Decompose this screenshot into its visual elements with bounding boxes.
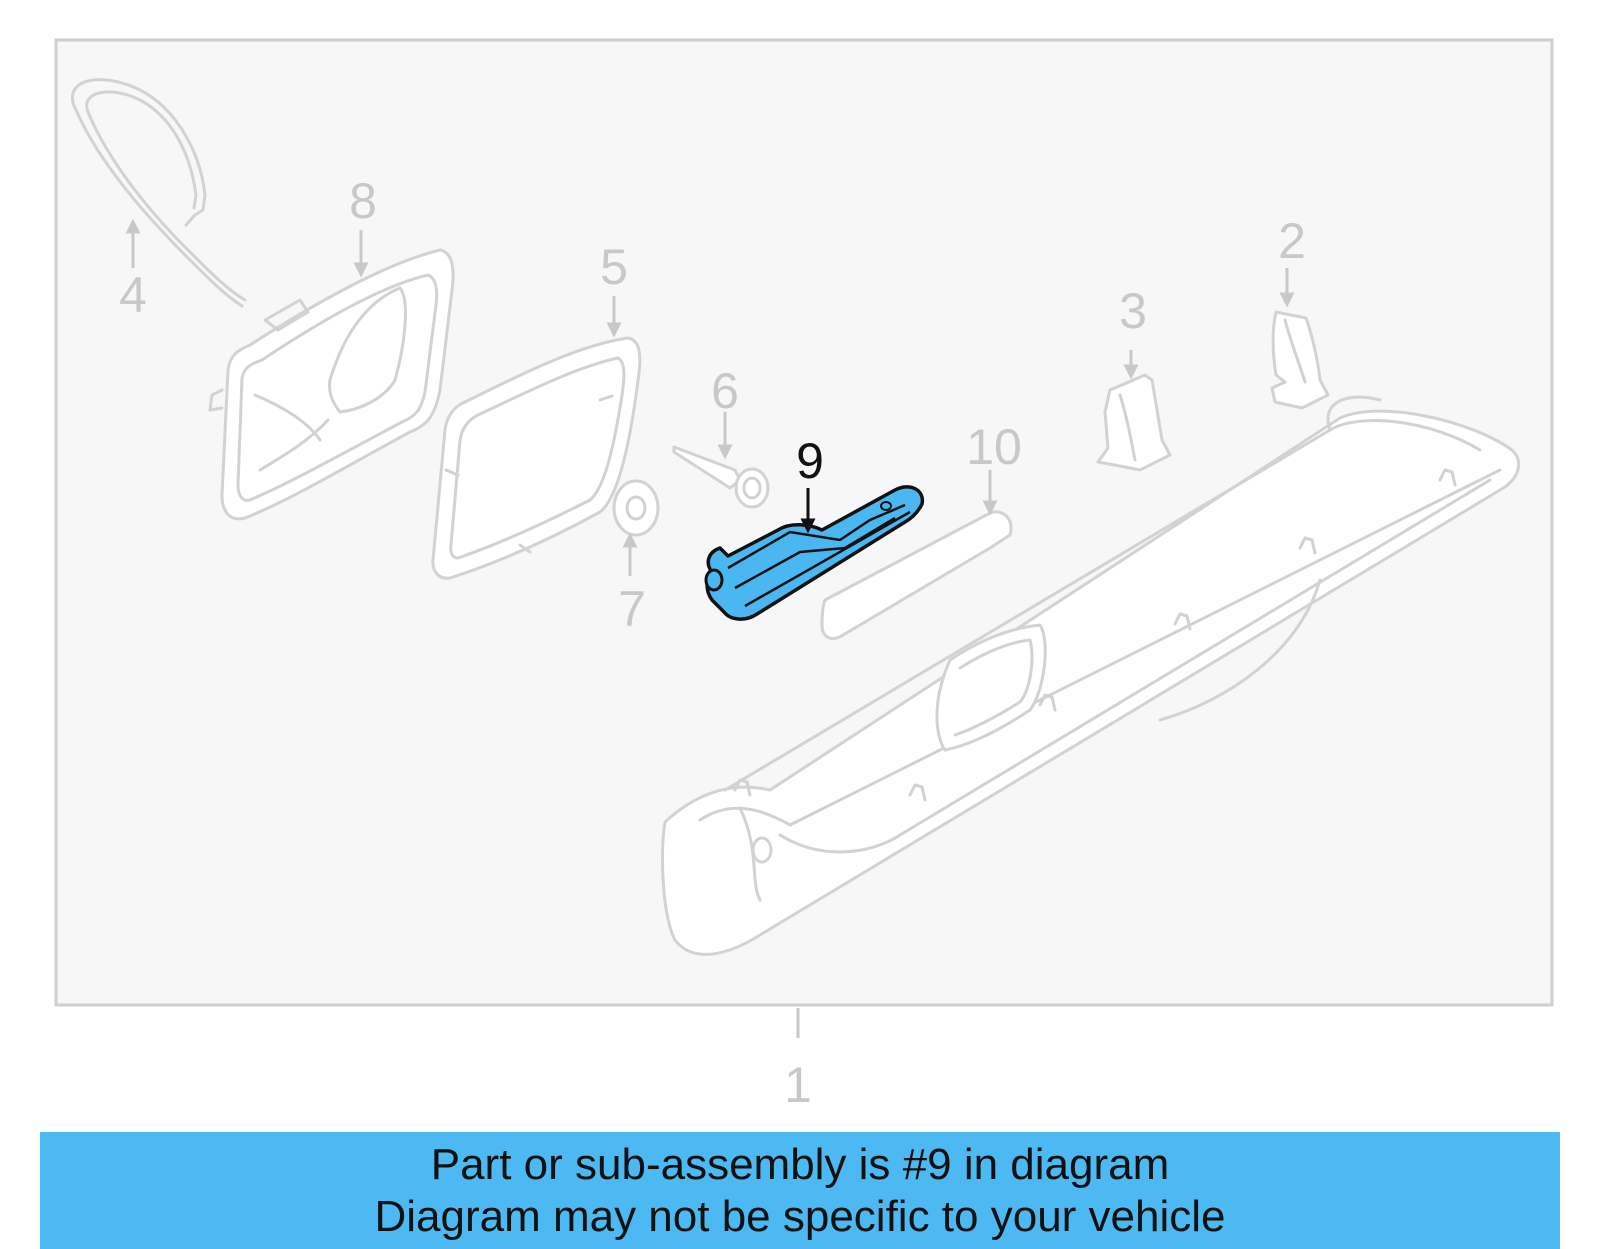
callout-8: 8 (349, 173, 377, 229)
callout-3: 3 (1119, 283, 1147, 339)
callout-2: 2 (1278, 213, 1306, 269)
callout-6: 6 (711, 363, 739, 419)
part-7-washer (612, 479, 660, 537)
callout-10: 10 (966, 419, 1022, 475)
part-9-highlighted (704, 485, 925, 621)
part-6-screw (672, 445, 770, 509)
part-10-strip (820, 510, 1013, 640)
callout-1: 1 (784, 1057, 812, 1113)
callout-9: 9 (796, 433, 824, 489)
callout-5: 5 (600, 239, 628, 295)
part-8-housing (208, 248, 455, 521)
part-4-cable (70, 78, 247, 308)
banner-line-2: Diagram may not be specific to your vehi… (374, 1191, 1226, 1241)
part-2-bracket (1270, 310, 1330, 410)
part-5-frame (431, 336, 642, 580)
callout-7: 7 (618, 581, 646, 637)
banner-line-1: Part or sub-assembly is #9 in diagram (430, 1139, 1170, 1189)
part-3-clip (1096, 373, 1172, 472)
info-banner: Part or sub-assembly is #9 in diagram Di… (40, 1132, 1560, 1249)
part-1-glove-box (660, 395, 1521, 956)
callout-4: 4 (119, 267, 147, 323)
